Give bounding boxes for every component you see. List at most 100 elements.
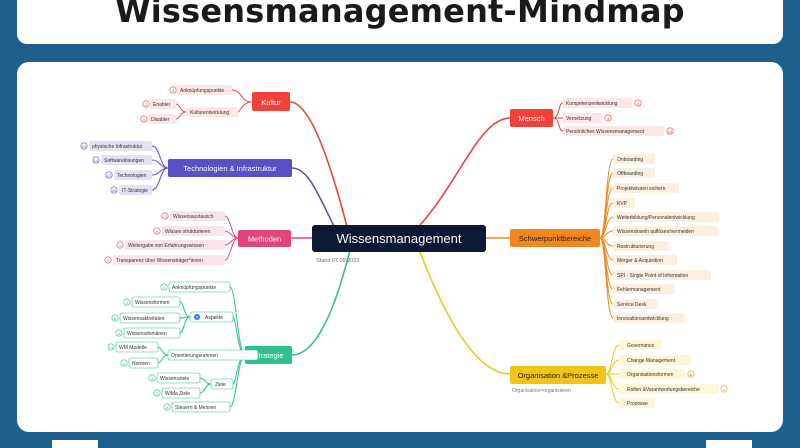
kultur-item-kulturentwicklung[interactable]: Kulturentwicklung — [186, 107, 238, 117]
technologien-item-technologien[interactable]: Technologien 17 — [105, 170, 152, 180]
methoden-item-transparenz[interactable]: Transparenz über Wissensträger*innen 2 — [104, 255, 225, 265]
technologien-item-bg — [119, 185, 152, 195]
count-badge-icon — [148, 374, 156, 382]
count-badge-icon — [160, 283, 168, 291]
strategie-item-wissensdomaenen[interactable]: Wissensdomänen 4 — [115, 327, 181, 339]
schwerpunkt-item-offboarding[interactable]: Offboarding — [613, 168, 655, 178]
mensch-item-kompetenzentwicklung[interactable]: Kompetenzentwicklung 4 — [563, 98, 642, 108]
kultur-item-disabler[interactable]: Disabler 1 — [140, 114, 176, 124]
schwerpunkt-item-kvp[interactable]: KVP — [613, 198, 635, 208]
strategie-item-orientierungsrahmen[interactable]: Orientierungsrahmen — [167, 349, 259, 361]
strategie-item-wissensziele[interactable]: Wissensziele 3 — [148, 372, 201, 384]
schwerpunkt-item-bg — [613, 198, 635, 208]
technologien-item-physische-infrastruktur[interactable]: physische Infrastruktur 10 — [80, 141, 152, 151]
strategie-item-wima-ziele[interactable]: WiMa Ziele 2 — [153, 387, 201, 399]
branch-schwerpunktbereiche[interactable]: Schwerpunktbereiche — [510, 229, 600, 247]
strategie-item-label: WM Modelle — [119, 345, 147, 351]
branch-kultur[interactable]: Kultur — [252, 92, 290, 111]
strategie-item-label: WiMa Ziele — [165, 391, 190, 397]
organisation-item-change-management[interactable]: Change Management — [619, 355, 691, 365]
organisation-item-organisationsformen[interactable]: Organisationsformen 6 — [619, 369, 695, 379]
count-badge-label: 4 — [156, 229, 159, 234]
count-badge-label: 1 — [143, 117, 146, 122]
strategie-item-bg — [210, 378, 234, 390]
technologien-node-box — [168, 159, 292, 177]
mensch-item-bg — [563, 126, 664, 136]
organisation-label: Organisation &Prozesse — [518, 371, 599, 380]
strategie-item-wm-modelle[interactable]: WM Modelle 13 — [107, 341, 159, 353]
count-badge-icon — [687, 370, 695, 378]
count-badge-icon — [115, 329, 123, 337]
schwerpunkt-item-service-desk[interactable]: Service Desk — [613, 299, 657, 309]
mensch-item-persoenliches-wm[interactable]: Persönliches Wissensmanagement 10 — [563, 126, 674, 136]
methoden-item-label: Wissen strukturieren — [165, 229, 211, 235]
schwerpunkt-item-fehlermanagement[interactable]: Fehlermanagement — [613, 284, 675, 294]
organisation-item-rollen[interactable]: Rollen &Verantwortungsbereiche 1 — [619, 384, 728, 394]
strategie-item-bg — [128, 357, 159, 369]
strategie-item-ziele[interactable]: Ziele — [210, 378, 234, 390]
schwerpunkt-item-label: Service Desk — [617, 302, 647, 308]
strategie-item-label: Wissensdomänen — [127, 331, 167, 337]
mensch-item-label: Persönliches Wissensmanagement — [566, 129, 645, 135]
kultur-node-box — [252, 92, 290, 111]
schwerpunkt-item-wissensinseln[interactable]: Wissensinseln auflösen/vermeiden — [613, 226, 717, 236]
count-badge-label: 10 — [668, 129, 673, 134]
schwerpunkt-item-bg — [613, 226, 717, 236]
mensch-label: Mensch — [518, 114, 544, 123]
mensch-item-vernetzung[interactable]: Vernetzung 4 — [563, 113, 612, 123]
count-badge-icon — [111, 314, 119, 322]
schwerpunkt-item-projektwissen[interactable]: Projektwissen sichern — [613, 183, 679, 193]
strategie-item-steuern-messen[interactable]: Steuern & Messen 5 — [163, 401, 231, 413]
schwerpunkt-item-restrukturierung[interactable]: Restrukturierung — [613, 241, 669, 251]
strategie-item-bg — [119, 312, 181, 324]
organisation-item-governance[interactable]: Governance — [619, 340, 662, 350]
count-badge-icon — [153, 389, 161, 397]
strategie-item-wissensaktivitaeten[interactable]: Wissensaktivitäten 5 — [111, 312, 181, 324]
strategie-item-label: Orientierungsrahmen — [171, 353, 218, 359]
schwerpunkt-item-label: Onboarding — [617, 157, 643, 163]
branch-technologien[interactable]: Technologien & Infrastruktur — [168, 159, 292, 177]
methoden-item-wissensaustausch[interactable]: Wissersaustausch 13 — [161, 211, 225, 221]
schwerpunkt-node-box — [510, 229, 600, 247]
technologien-item-softwareloesungen[interactable]: Softwarelösungen 14 — [92, 155, 152, 165]
branch-mensch[interactable]: Mensch — [510, 109, 553, 127]
strategie-item-aspekte[interactable]: ? Aspekte — [189, 311, 234, 323]
schwerpunkt-item-label: Fehlermanagement — [617, 287, 661, 293]
schwerpunkt-item-label: SPI - Single Point of Information — [617, 273, 688, 279]
methoden-item-bg — [170, 211, 225, 221]
strategie-item-label: Ziele — [215, 382, 226, 388]
schwerpunkt-item-bg — [613, 313, 685, 323]
mensch-item-label: Vernetzung — [566, 116, 592, 122]
kultur-item-label: Anknüpfungspunkte — [180, 88, 224, 94]
schwerpunkt-item-label: Wissensinseln auflösen/vermeiden — [617, 229, 694, 235]
strategie-item-wissensformen[interactable]: Wissensformen 1 — [123, 296, 181, 308]
center-node-box — [312, 225, 486, 252]
kultur-item-anknuepfungspunkte[interactable]: Anknüpfungspunkte 3 — [169, 85, 232, 95]
schwerpunkt-item-spi[interactable]: SPI - Single Point of Information — [613, 270, 711, 280]
schwerpunkt-item-label: Offboarding — [617, 171, 643, 177]
branch-organisation[interactable]: Organisation &Prozesse — [510, 366, 606, 384]
schwerpunkt-item-onboarding[interactable]: Onboarding — [613, 154, 655, 164]
strategie-item-normen[interactable]: Normen 1 — [120, 357, 159, 369]
kultur-item-bg — [148, 114, 176, 124]
center-node[interactable]: Wissensmanagement — [312, 225, 486, 252]
strategie-item-anknuepfungspunkte[interactable]: Anknüpfungspunkte 1 — [160, 281, 231, 293]
methoden-item-wissen-strukturieren[interactable]: Wissen strukturieren 4 — [153, 226, 225, 236]
schwerpunkt-item-weiterbildung[interactable]: Weiterbildung/Personalentwicklung — [613, 212, 719, 222]
count-badge-icon — [92, 156, 100, 164]
corner-tab-left — [52, 440, 98, 448]
technologien-item-it-strategie[interactable]: IT-Strategie 20 — [110, 185, 152, 195]
strategie-item-bg — [131, 296, 181, 308]
schwerpunkt-item-merger[interactable]: Merger & Acquisition — [613, 255, 677, 265]
mensch-item-label: Kompetenzentwicklung — [566, 101, 618, 107]
organisation-item-prozesse[interactable]: Prozesse — [619, 398, 655, 408]
methoden-item-erfahrungswissen[interactable]: Weitergabe von Erfahrungswissen 1 — [116, 240, 225, 250]
count-badge-label: 4 — [607, 116, 610, 121]
schwerpunkt-item-innovationsentwicklung[interactable]: Innovationsentwicklung — [613, 313, 685, 323]
kultur-item-enabler[interactable]: Enabler 2 — [142, 99, 176, 109]
organisation-node-box — [510, 366, 606, 384]
organisation-item-bg — [619, 340, 662, 350]
count-badge-label: 10 — [82, 144, 87, 149]
branch-methoden[interactable]: Methoden — [238, 230, 291, 247]
count-badge-icon — [666, 127, 674, 135]
